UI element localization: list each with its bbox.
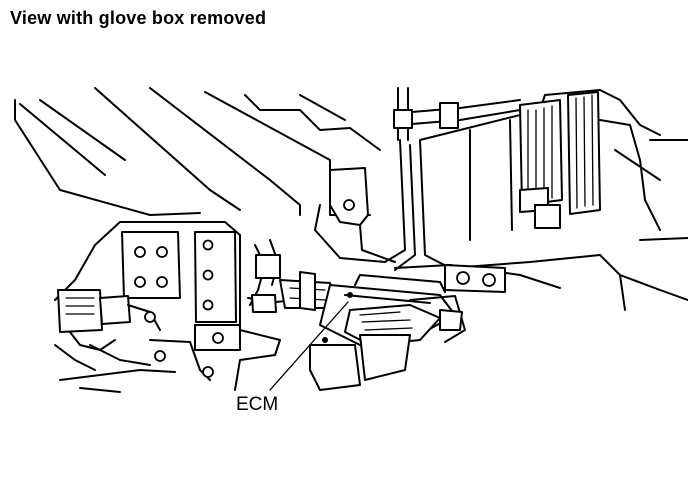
left-side-panel: [54, 221, 281, 393]
ecm-harness: [247, 239, 301, 313]
dashboard-frame: [14, 87, 381, 216]
lower-rail: [394, 264, 561, 293]
ecm-label: ECM: [236, 394, 278, 415]
mounting-bracket: [329, 167, 396, 263]
harness-connectors: [54, 289, 161, 371]
page-title: View with glove box removed: [10, 8, 267, 28]
ac-pipe: [314, 87, 521, 271]
ecm-unit: [309, 274, 466, 391]
ecm-connector: [279, 271, 336, 311]
heater-unit: [419, 89, 688, 311]
ecm-callout: ECM: [236, 301, 349, 415]
